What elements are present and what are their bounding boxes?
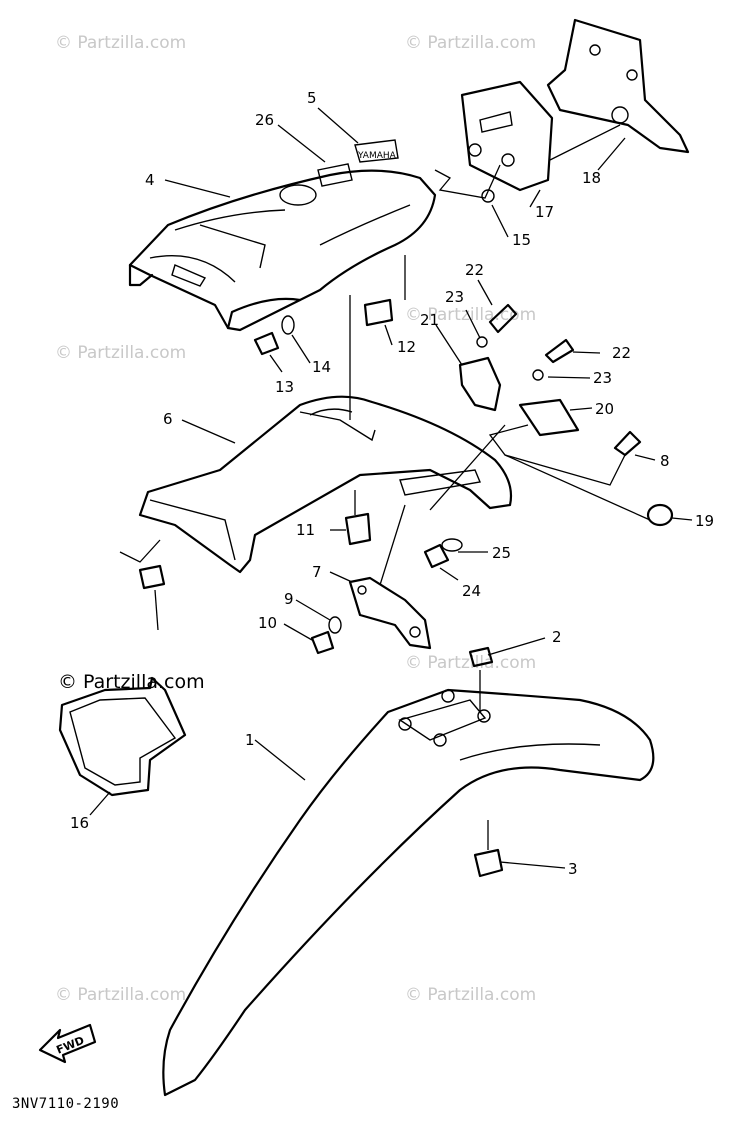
label-leaders (89, 107, 693, 869)
part-label-20: 20 (595, 400, 614, 418)
part-label-4: 4 (145, 171, 155, 189)
watermark: © Partzilla.com (405, 33, 536, 53)
emblem-text: YAMAHA (357, 151, 397, 161)
part-label-2: 2 (552, 628, 562, 646)
part-label-22b: 22 (612, 344, 631, 362)
part-label-6: 6 (163, 410, 173, 428)
rear-cover-part: YAMAHA (128, 139, 437, 332)
plates-part (458, 356, 580, 437)
part-label-23b: 23 (593, 369, 612, 387)
tail-light-part (460, 18, 690, 192)
part-label-21: 21 (420, 311, 439, 329)
part-labels: 1 2 3 4 5 6 7 8 9 10 11 12 13 14 15 16 1… (70, 89, 714, 878)
part-label-17: 17 (535, 203, 554, 221)
part-label-7: 7 (312, 563, 322, 581)
part-label-8: 8 (660, 452, 670, 470)
assembly-lines (119, 124, 651, 850)
front-fender-part (162, 688, 655, 1097)
part-label-12: 12 (397, 338, 416, 356)
watermark-main: © Partzilla.com (58, 671, 205, 693)
part-label-1: 1 (245, 731, 255, 749)
watermark: © Partzilla.com (55, 33, 186, 53)
rear-fender-inner-part (138, 395, 513, 574)
part-label-23: 23 (445, 288, 464, 306)
fwd-arrow: FWD (38, 1023, 97, 1064)
part-label-26: 26 (255, 111, 274, 129)
part-label-11: 11 (296, 521, 315, 539)
diagram-code: 3NV7110-2190 (12, 1096, 119, 1112)
part-label-24: 24 (462, 582, 481, 600)
part-label-15: 15 (512, 231, 531, 249)
part-label-19: 19 (695, 512, 714, 530)
part-label-10: 10 (258, 614, 277, 632)
emblem (354, 139, 399, 163)
part-label-14: 14 (312, 358, 331, 376)
fasteners (138, 189, 674, 878)
part-label-16: 16 (70, 814, 89, 832)
mud-flap-part (58, 676, 187, 797)
watermark-group: © Partzilla.com © Partzilla.com © Partzi… (55, 33, 536, 1005)
watermark: © Partzilla.com (55, 985, 186, 1005)
part-label-3: 3 (568, 860, 578, 878)
part-label-25: 25 (492, 544, 511, 562)
part-label-22: 22 (465, 261, 484, 279)
watermark: © Partzilla.com (55, 343, 186, 363)
part-label-9: 9 (284, 590, 294, 608)
part-label-18: 18 (582, 169, 601, 187)
watermark: © Partzilla.com (405, 985, 536, 1005)
bracket-part (348, 576, 432, 650)
part-label-13: 13 (275, 378, 294, 396)
watermark: © Partzilla.com (405, 653, 536, 673)
part-label-5: 5 (307, 89, 317, 107)
